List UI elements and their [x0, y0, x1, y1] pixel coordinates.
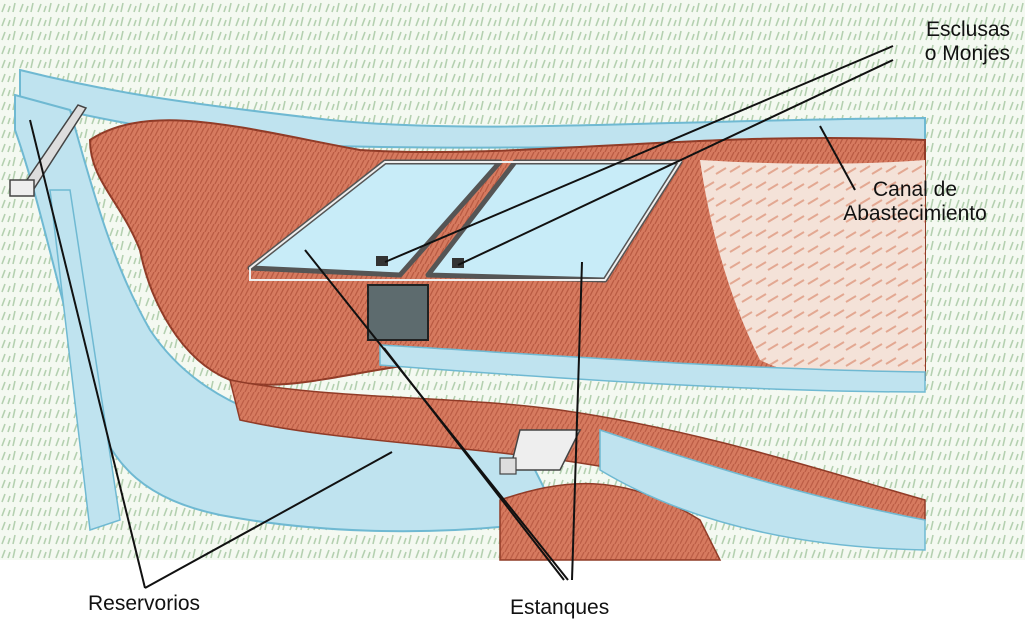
label-esclusas: Esclusas o Monjes [880, 18, 1010, 66]
label-canal-line1: Canal de [805, 178, 1025, 202]
pond-drain-structure [368, 285, 428, 340]
label-canal-line2: Abastecimiento [805, 202, 1025, 226]
label-estanques: Estanques [510, 596, 609, 620]
label-canal: Canal de Abastecimiento [805, 178, 1025, 226]
small-hut [500, 458, 516, 474]
label-esclusas-line1: Esclusas [880, 18, 1010, 42]
label-esclusas-line2: o Monjes [880, 42, 1010, 66]
label-reservorios: Reservorios [88, 592, 200, 616]
left-gate [10, 180, 34, 196]
